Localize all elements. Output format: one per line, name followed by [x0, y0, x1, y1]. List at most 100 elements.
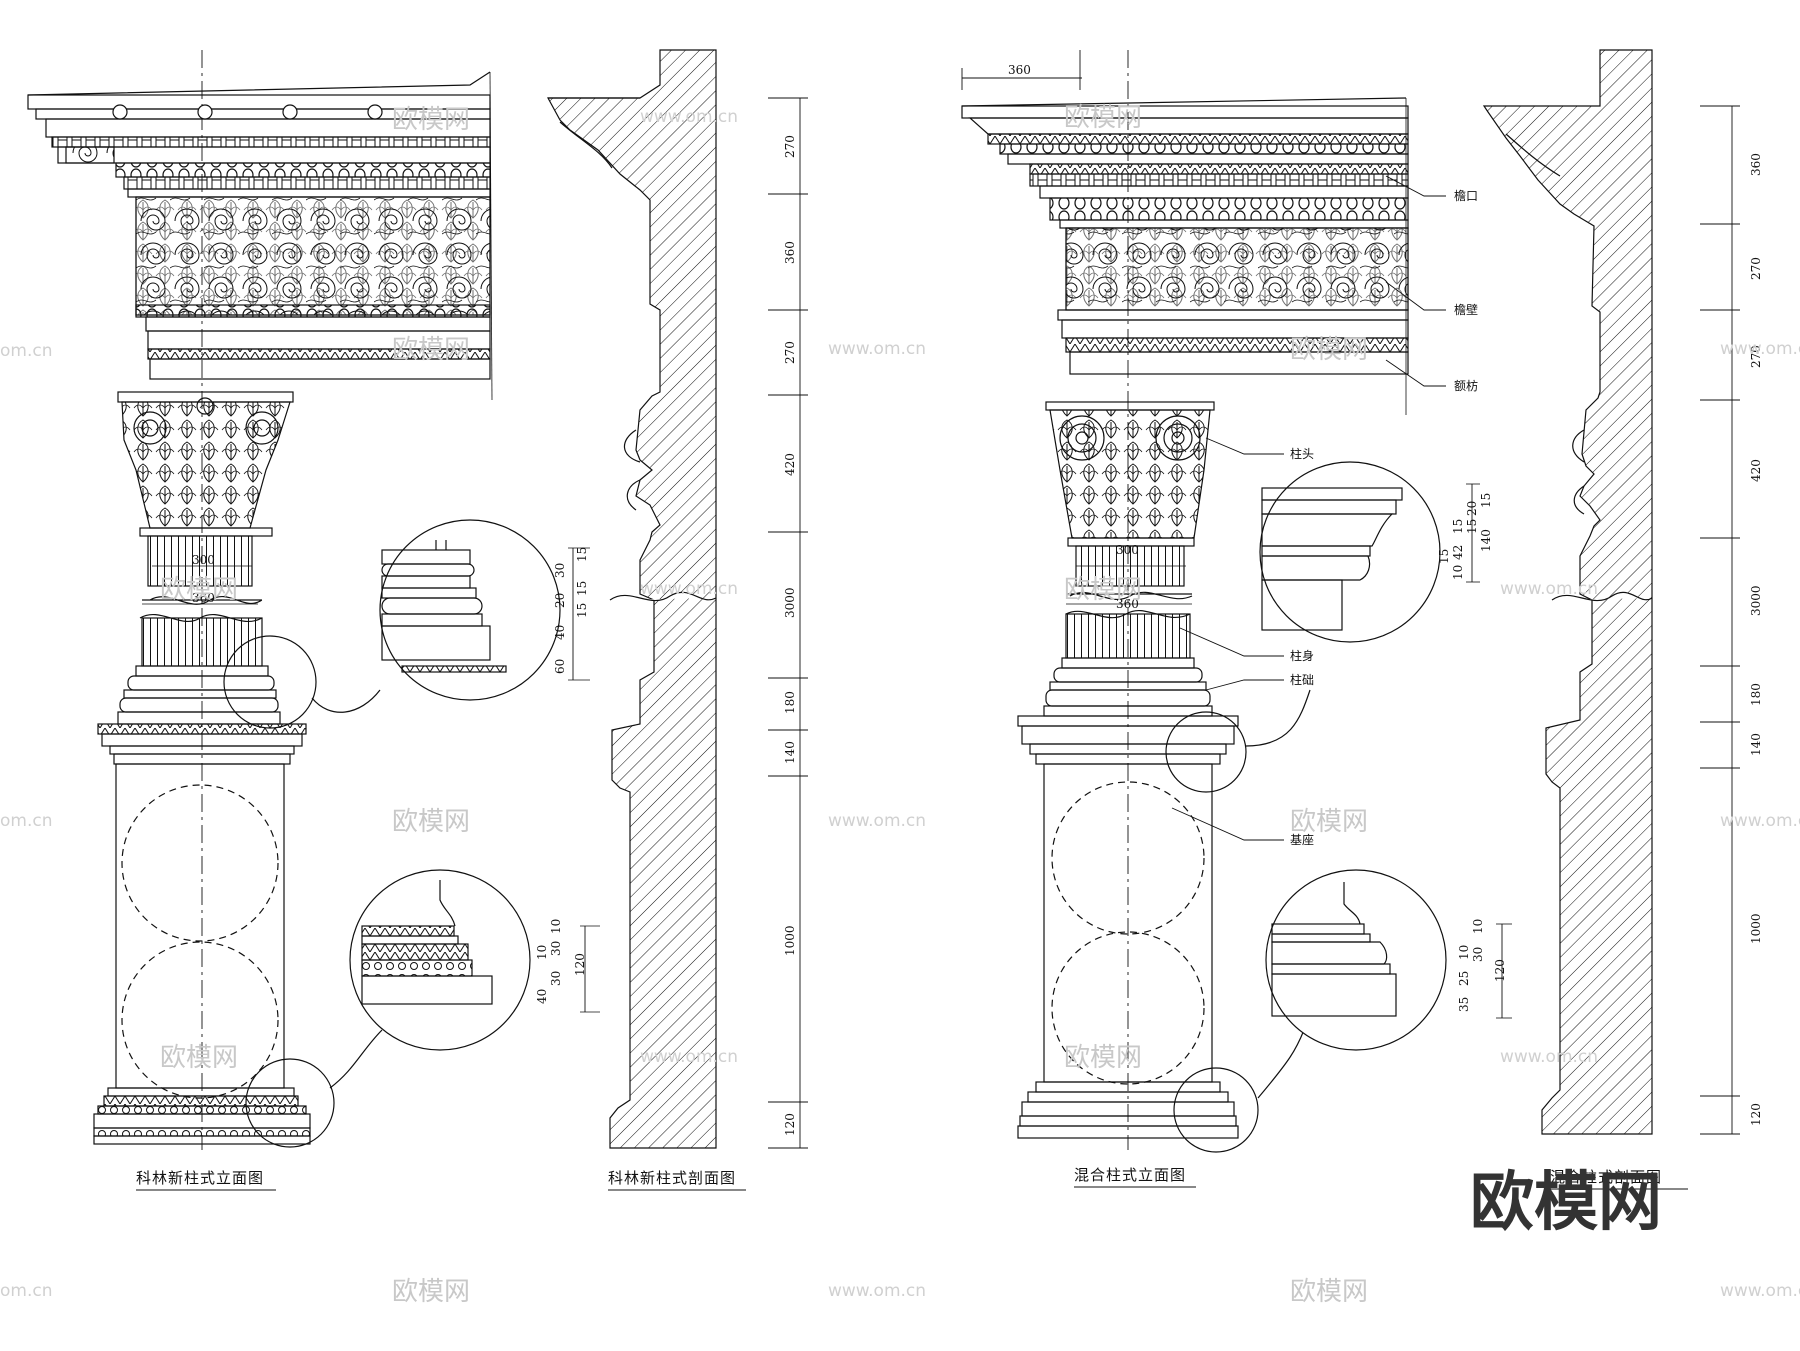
composite-diameter-top: 300 [1116, 543, 1139, 557]
dim-text: 120 [573, 953, 587, 976]
dim-text: 15 [1465, 519, 1479, 534]
callout-cornice: 檐口 [1454, 189, 1478, 203]
dim-text: 1000 [783, 925, 797, 956]
dim-text: 15 [575, 603, 589, 618]
dim-text: 360 [783, 241, 797, 264]
composite-callout-leaders [1171, 175, 1446, 841]
dim-text: 15 [575, 547, 589, 562]
composite-top-offset: 360 [1008, 63, 1031, 77]
watermark-brand: 欧模网 [1290, 807, 1368, 837]
brand-logo: 欧模网 [1470, 1166, 1662, 1240]
corinthian-base-detail [223, 519, 590, 729]
dim-text: 15 [1479, 493, 1493, 508]
corinthian-diameter-bottom: 360 [192, 591, 215, 605]
dim-text: 15 [1451, 519, 1465, 534]
dim-text: 10 [549, 919, 563, 934]
composite-diameter-bottom: 360 [1116, 597, 1139, 611]
composite-elevation [961, 50, 1409, 1150]
dim-text: 420 [783, 453, 797, 476]
corinthian-dim-labels: 270 360 270 420 3000 180 140 1000 120 [783, 135, 797, 1136]
corinthian-elevation-title: 科林新柱式立面图 [136, 1169, 264, 1187]
watermark-url: www.om.cn [640, 107, 738, 127]
watermark-brand: 欧模网 [1290, 1277, 1368, 1307]
dim-text: 270 [1749, 257, 1763, 280]
composite-section-title: 混合柱式剖面图 [1550, 1168, 1662, 1186]
dim-text: 180 [783, 691, 797, 714]
corinthian-dim-chain [768, 97, 808, 1149]
drawing-titles: 科林新柱式立面图 科林新柱式剖面图 混合柱式立面图 混合柱式剖面图 [136, 1166, 1688, 1191]
dim-text: 270 [783, 135, 797, 158]
watermark-brand: 欧模网 [1064, 575, 1142, 605]
dim-text: 15 [575, 581, 589, 596]
watermark-url: www.om.cn [1500, 579, 1598, 599]
corinthian-diameter-top: 300 [192, 553, 215, 567]
watermark-url: www.om.cn [640, 1047, 738, 1067]
dim-text: 20 [1465, 501, 1479, 516]
corinthian-section-title: 科林新柱式剖面图 [608, 1169, 736, 1187]
composite-pedestal-detail [1173, 869, 1512, 1153]
dim-text: 180 [1749, 683, 1763, 706]
watermark-brand: 欧模网 [1290, 335, 1368, 365]
watermark-brand: 欧模网 [392, 335, 470, 365]
dim-text: 42 [1451, 545, 1465, 560]
watermark-brand: 欧模网 [392, 105, 470, 135]
watermark-url: www.om.cn [828, 811, 926, 831]
dim-text: 140 [1749, 733, 1763, 756]
watermark-brand: 欧模网 [1064, 103, 1142, 133]
corinthian-pedestal-detail-dims: 10 30 30 10 120 40 [535, 919, 587, 1004]
callout-frieze: 檐壁 [1454, 302, 1478, 317]
watermark-brand: 欧模网 [160, 1043, 238, 1073]
dim-text: 40 [535, 989, 549, 1004]
composite-section [1482, 49, 1653, 1135]
composite-dim-labels: 360 270 270 420 3000 180 140 1000 120 [1749, 153, 1763, 1126]
composite-pedestal-detail-dims: 10 10 30 25 35 120 [1457, 919, 1507, 1012]
watermark-layer: 欧模网 www.om.cn 欧模网 om.cn 欧模网 www.om.cn 欧模… [0, 103, 1800, 1307]
composite-dim-chain [1700, 105, 1740, 1135]
watermark-url-short: om.cn [0, 1281, 53, 1301]
dim-text: 35 [1457, 997, 1471, 1012]
dim-text: 270 [1749, 345, 1763, 368]
dim-text: 40 [553, 625, 567, 640]
watermark-url: www.om.cn [1720, 339, 1800, 359]
dim-text: 120 [1749, 1103, 1763, 1126]
callout-base: 柱础 [1290, 672, 1314, 687]
dim-text: 270 [783, 341, 797, 364]
dim-text: 15 [1437, 549, 1451, 564]
watermark-url: www.om.cn [828, 1281, 926, 1301]
dim-text: 3000 [1749, 585, 1763, 616]
composite-callout-labels: 檐口 檐壁 额枋 柱头 柱身 柱础 基座 [1290, 189, 1478, 847]
dim-text: 20 [553, 593, 567, 608]
watermark-brand: 欧模网 [1064, 1043, 1142, 1073]
dim-text: 10 [535, 945, 549, 960]
callout-capital: 柱头 [1290, 446, 1314, 461]
dim-text: 1000 [1749, 913, 1763, 944]
dim-text: 3000 [783, 587, 797, 618]
dim-text: 120 [783, 1113, 797, 1136]
dim-text: 30 [1471, 947, 1485, 962]
dim-text: 10 [1471, 919, 1485, 934]
composite-cornice-detail-dims: 15 20 15 15 140 42 15 10 [1437, 493, 1493, 580]
composite-cornice-detail [1165, 461, 1480, 793]
watermark-brand: 欧模网 [392, 807, 470, 837]
dim-text: 25 [1457, 971, 1471, 986]
composite-elevation-title: 混合柱式立面图 [1074, 1166, 1186, 1184]
callout-architrave: 额枋 [1454, 378, 1478, 393]
dim-text: 30 [549, 971, 563, 986]
dim-text: 10 [1451, 565, 1465, 580]
watermark-url: www.om.cn [1500, 1047, 1598, 1067]
callout-shaft: 柱身 [1290, 648, 1314, 663]
watermark-url: www.om.cn [1720, 1281, 1800, 1301]
watermark-url-short: om.cn [0, 341, 53, 361]
corinthian-section [546, 49, 717, 1149]
dim-text: 10 [1457, 945, 1471, 960]
dim-text: 140 [1479, 529, 1493, 552]
dim-text: 60 [553, 659, 567, 674]
corinthian-base-detail-dims: 15 30 15 20 15 40 60 [553, 547, 589, 674]
dim-text: 360 [1749, 153, 1763, 176]
dim-text: 30 [553, 563, 567, 578]
corinthian-pedestal-detail [245, 869, 600, 1148]
callout-pedestal: 基座 [1290, 832, 1314, 847]
watermark-url: www.om.cn [640, 579, 738, 599]
